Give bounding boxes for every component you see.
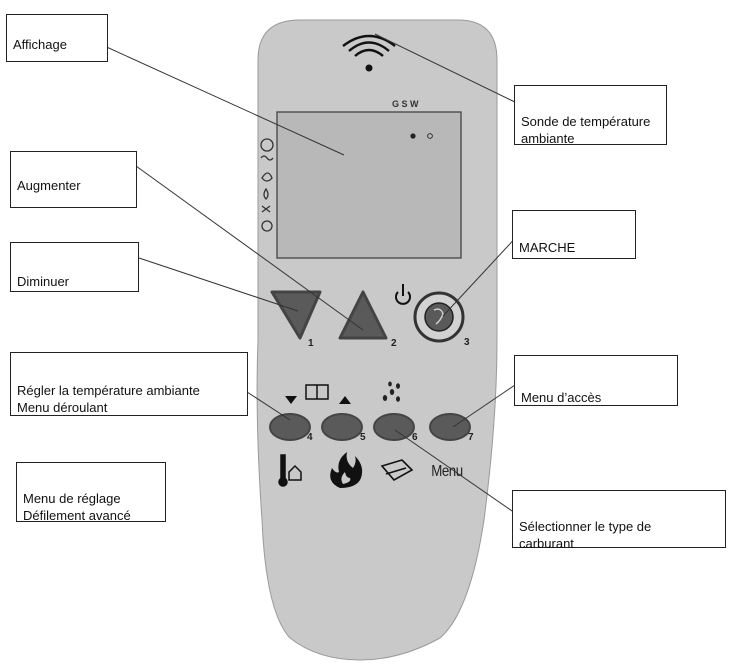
button-7[interactable]	[429, 413, 471, 441]
button-number-5: 5	[360, 432, 366, 443]
leader-menu-acces	[452, 384, 516, 428]
leader-diminuer	[138, 257, 299, 312]
display-dot-icon	[410, 133, 416, 139]
callout-diminuer-text: Diminuer	[17, 274, 70, 289]
button-4[interactable]	[269, 413, 311, 441]
button-number-6: 6	[412, 432, 418, 443]
leader-selectionner	[394, 429, 516, 514]
callout-affichage-text: Affichage	[13, 37, 67, 52]
leader-affichage	[99, 43, 345, 156]
fuel-drops-icon	[382, 381, 400, 402]
increase-button[interactable]	[338, 290, 388, 340]
button-number-1: 1	[308, 338, 314, 349]
clock-icon	[260, 138, 274, 152]
mode-icons-column	[260, 138, 274, 232]
button-number-4: 4	[307, 432, 313, 443]
flame-icon	[330, 452, 363, 488]
leader-augmenter	[135, 165, 364, 331]
callout-sonde: Sonde de température ambiante	[514, 85, 667, 146]
callout-menu-reglage: Menu de réglage Défilement avancé	[16, 462, 166, 523]
callout-menu-acces-text: Menu d’accès	[521, 390, 602, 405]
display-panel	[276, 111, 462, 259]
leader-marche	[442, 232, 521, 317]
leader-sonde	[374, 33, 520, 105]
leaf-icon	[261, 172, 273, 182]
wave-icon	[260, 155, 274, 161]
button-number-3: 3	[464, 337, 470, 348]
callout-marche: MARCHE	[512, 210, 636, 259]
leader-lines	[99, 33, 521, 514]
button-number-7: 7	[468, 432, 474, 443]
power-icon	[395, 284, 411, 305]
callout-diminuer: Diminuer	[10, 242, 139, 292]
display-ring-icon	[427, 133, 433, 139]
decrease-button[interactable]	[270, 290, 322, 340]
callout-marche-text: MARCHE	[519, 240, 576, 255]
callout-menu-reglage-text: Menu de réglage Défilement avancé	[23, 491, 131, 523]
up-triangle-icon	[339, 396, 351, 404]
power-button[interactable]	[413, 291, 465, 343]
book-icon	[305, 384, 329, 400]
callout-selectionner-text: Sélectionner le type de carburant	[519, 519, 652, 551]
fan-icon	[261, 205, 271, 213]
button-number-2: 2	[391, 338, 397, 349]
button-5[interactable]	[321, 413, 363, 441]
callout-selectionner: Sélectionner le type de carburant	[512, 490, 726, 551]
fuel-can-icon	[380, 459, 414, 482]
callout-regler-text: Régler la température ambiante Menu déro…	[17, 383, 200, 415]
button-6[interactable]	[373, 413, 415, 441]
down-triangle-icon	[285, 396, 297, 404]
callout-augmenter: Augmenter	[10, 151, 137, 208]
callout-affichage: Affichage	[6, 14, 108, 62]
callout-regler: Régler la température ambiante Menu déro…	[10, 352, 248, 416]
thermometer-house-icon	[278, 454, 302, 487]
callout-sonde-text: Sonde de température ambiante	[521, 114, 651, 146]
display-indicators: G S W	[392, 99, 419, 109]
drop-icon	[263, 187, 269, 200]
menu-label: Menu	[431, 463, 463, 480]
callout-augmenter-text: Augmenter	[17, 178, 81, 193]
leader-regler	[243, 389, 291, 421]
callout-menu-acces: Menu d’accès	[514, 355, 678, 406]
gear-icon	[261, 220, 273, 232]
wifi-sensor-icon	[342, 34, 396, 72]
